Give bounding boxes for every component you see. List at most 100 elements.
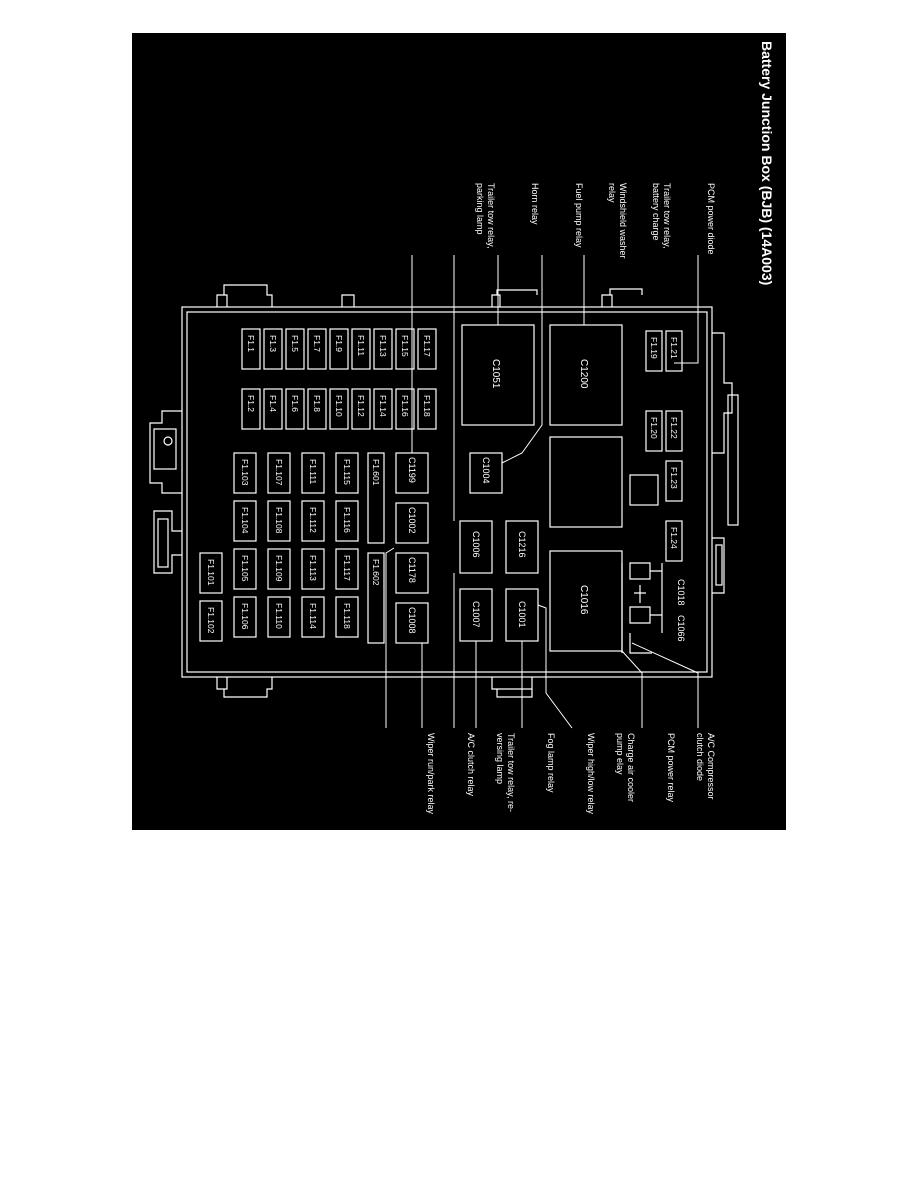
fuse-F1-108: F1.108 <box>267 500 291 542</box>
small-square <box>629 474 659 506</box>
fuse-F1-16-outline <box>395 388 415 430</box>
callout-trailer-park-line-1: parking lamp <box>475 183 485 235</box>
callout-trailer-rev-line-1: versing lamp <box>495 733 505 784</box>
fuse-F1-104-label: F1.104 <box>240 507 250 534</box>
fuse-F1-111-outline <box>301 452 325 494</box>
fuse-F1-8: F1.8 <box>307 388 327 430</box>
fuse-F1-602-outline <box>367 552 385 644</box>
fuse-F1-102-label: F1.102 <box>206 607 216 634</box>
fuse-F1-109: F1.109 <box>267 548 291 590</box>
callout-trailer-rev-line-0: Trailer tow relay, re- <box>506 733 516 812</box>
fuse-F1-115-outline <box>335 452 359 494</box>
fuse-F1-18-outline <box>417 388 437 430</box>
fuse-F1-17-outline <box>417 328 437 370</box>
fuse-F1-5-label: F1.5 <box>290 335 300 352</box>
fuse-group-mini: F1.17F1.18F1.15F1.16F1.13F1.14F1.11F1.12… <box>241 328 437 430</box>
diode-block <box>621 562 663 654</box>
fuse-F1-20: F1.20 <box>645 410 663 452</box>
fuse-F1-113-outline <box>301 548 325 590</box>
fuse-F1-105: F1.105 <box>233 548 257 590</box>
fuse-F1-23: F1.23 <box>665 460 683 502</box>
fuse-F1-5-outline <box>285 328 305 370</box>
fuse-F1-7-label: F1.7 <box>312 335 322 352</box>
diode-c1018-label: C1018 <box>676 579 686 606</box>
relay-c1216-label: C1216 <box>517 531 527 558</box>
fuse-F1-113-label: F1.113 <box>308 555 318 581</box>
fuse-F1-117-outline <box>335 548 359 590</box>
fuse-F1-15-outline <box>395 328 415 370</box>
relay-c1007-label: C1007 <box>471 601 481 628</box>
fuse-F1-114-outline <box>301 596 325 638</box>
callout-horn-line-0: Horn relay <box>530 183 540 225</box>
fuse-F1-17: F1.17 <box>417 328 437 370</box>
fuse-F1-15-label: F1.15 <box>400 335 410 357</box>
callout-ac-diode-line-1: clutch diode <box>695 733 705 781</box>
fuse-F1-118-outline <box>335 596 359 638</box>
relay-c1004: C1004 <box>469 452 503 494</box>
fuse-F1-5: F1.5 <box>285 328 305 370</box>
fuse-F1-12-label: F1.12 <box>356 395 366 417</box>
junction-box-diagram: Battery Junction Box (BJB) (14A003) F1.2… <box>149 41 775 815</box>
fuse-F1-8-label: F1.8 <box>312 395 322 412</box>
fuse-F1-113: F1.113 <box>301 548 325 590</box>
fuse-F1-601: F1.601 <box>367 452 385 544</box>
fuse-F1-19-outline <box>645 330 663 372</box>
fuse-F1-105-outline <box>233 548 257 590</box>
fuse-F1-110-label: F1.110 <box>274 603 284 629</box>
callout-washer-line-0: Windshield washer <box>618 183 628 259</box>
fuse-F1-10: F1.10 <box>329 388 349 430</box>
fuse-F1-109-outline <box>267 548 291 590</box>
fuse-F1-116: F1.116 <box>335 500 359 542</box>
callout-ac-diode-line-0: A/C Compressor <box>706 733 716 800</box>
relay-c1007: C1007 <box>459 588 493 642</box>
fuse-F1-3-label: F1.3 <box>268 335 278 352</box>
fuse-F1-9-outline <box>329 328 349 370</box>
fuse-F1-118: F1.118 <box>335 596 359 638</box>
relay-c1002: C1002 <box>395 502 429 544</box>
fuse-F1-6-label: F1.6 <box>290 395 300 412</box>
callout-trailer-charge-line-1: battery charge <box>651 183 661 241</box>
fuse-F1-2-outline <box>241 388 261 430</box>
fuse-F1-15: F1.15 <box>395 328 415 370</box>
relay-c1004-label: C1004 <box>481 457 491 484</box>
relay-c1006-label: C1006 <box>471 531 481 558</box>
fuse-F1-11: F1.11 <box>351 328 371 370</box>
fuse-F1-10-label: F1.10 <box>334 395 344 417</box>
fuse-F1-104-outline <box>233 500 257 542</box>
fuse-F1-118-label: F1.118 <box>342 603 352 629</box>
fuse-F1-7: F1.7 <box>307 328 327 370</box>
fuse-F1-111-label: F1.111 <box>308 459 318 484</box>
fuse-F1-108-label: F1.108 <box>274 507 284 534</box>
fuse-F1-13-label: F1.13 <box>378 335 388 357</box>
fuse-F1-20-outline <box>645 410 663 452</box>
fuse-F1-4-label: F1.4 <box>268 395 278 412</box>
relay-c1199: C1199 <box>395 452 429 494</box>
fuse-F1-115-label: F1.115 <box>342 459 352 485</box>
fuse-F1-114: F1.114 <box>301 596 325 638</box>
fuse-F1-101-outline <box>199 552 223 594</box>
fuse-F1-109-label: F1.109 <box>274 555 284 582</box>
fuse-F1-19-label: F1.19 <box>649 337 659 359</box>
callout-trailer-park-line-0: Trailer tow relay, <box>486 183 496 249</box>
fuse-F1-11-outline <box>351 328 371 370</box>
callout-charge-air-line-1: pump elay <box>615 733 625 775</box>
fuse-F1-20-label: F1.20 <box>649 417 659 439</box>
fuse-F1-11-label: F1.11 <box>356 335 366 356</box>
fuse-F1-19: F1.19 <box>645 330 663 372</box>
fuse-F1-102: F1.102 <box>199 600 223 642</box>
relay-c1199-label: C1199 <box>407 457 417 483</box>
fuse-F1-6: F1.6 <box>285 388 305 430</box>
relay-c1178: C1178 <box>395 552 429 594</box>
fuse-F1-22-label: F1.22 <box>669 417 679 439</box>
relay-unlabeled-large <box>549 436 623 528</box>
fuse-F1-8-outline <box>307 388 327 430</box>
fuse-F1-106-outline <box>233 596 257 638</box>
fuse-F1-117: F1.117 <box>335 548 359 590</box>
relay-c1016: C1016 <box>549 550 623 652</box>
fuse-F1-3: F1.3 <box>263 328 283 370</box>
